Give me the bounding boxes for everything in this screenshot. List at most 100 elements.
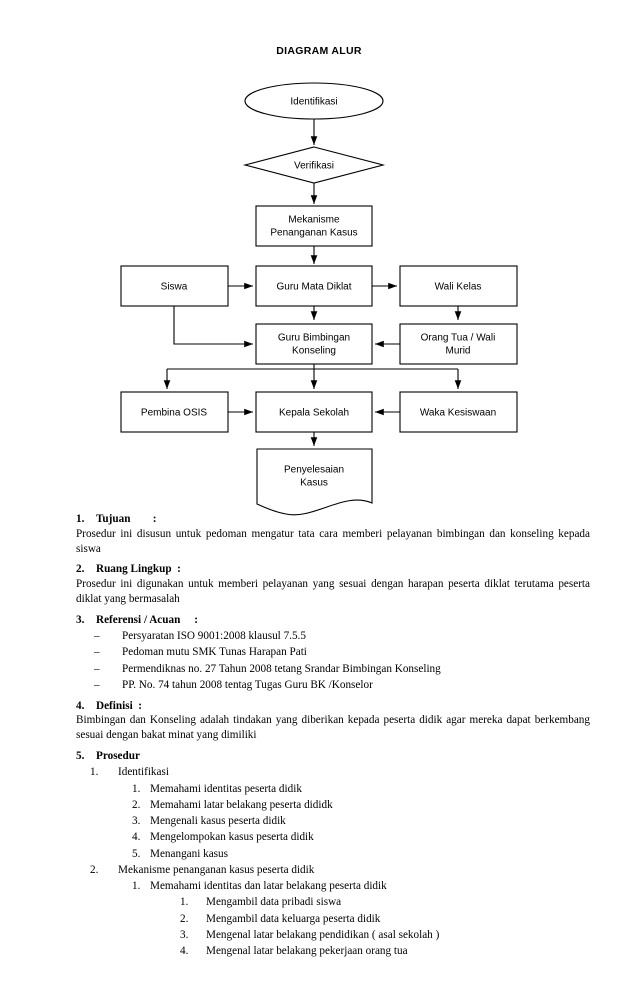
section-tujuan-number: 1. (76, 513, 85, 525)
section-ruang-lingkup-heading: Ruang Lingkup : (96, 563, 181, 576)
node-wali-kelas[interactable]: Wali Kelas (399, 265, 518, 307)
node-siswa[interactable]: Siswa (120, 265, 229, 307)
list-item-text: Mengenali kasus peserta didik (150, 815, 286, 828)
list-item: 5. Menangani kasus (132, 847, 590, 862)
node-pembina-osis-label: Pembina OSIS (141, 408, 207, 419)
section-ruang-lingkup-number: 2. (76, 563, 85, 576)
prosedur-subsublist: 1. Mengambil data pribadi siswa 2. Mengamb… (150, 895, 590, 959)
node-waka-kesiswaan-label: Waka Kesiswaan (420, 408, 496, 419)
section-tujuan-heading: Tujuan : (96, 513, 157, 525)
list-item-text: Memahami latar belakang peserta dididk (150, 798, 333, 811)
list-item-text: Mengelompokan kasus peserta didik (150, 831, 314, 844)
list-item-text: Pedoman mutu SMK Tunas Harapan Pati (122, 646, 307, 659)
dash-bullet-icon: – (94, 646, 100, 659)
list-item: – Pedoman mutu SMK Tunas Harapan Pati (94, 645, 590, 660)
list-item-text: Menangani kasus (150, 847, 228, 860)
section-definisi-heading: Definisi : (96, 699, 142, 712)
list-marker: 3. (132, 815, 141, 828)
list-item: 4. Mengelompokan kasus peserta didik (132, 830, 590, 845)
list-item-text: Memahami identitas dan latar belakang pe… (150, 880, 387, 893)
list-marker: 1. (132, 782, 141, 795)
node-mekanisme-label-line2: Penanganan Kasus (270, 228, 357, 239)
section-referensi: 3. Referensi / Acuan : – Persyaratan ISO … (0, 613, 638, 693)
section-definisi-body: Bimbingan dan Konseling adalah tindakan … (76, 714, 590, 742)
node-penyelesaian-kasus[interactable]: Penyelesaian Kasus (256, 448, 373, 516)
section-ruang-lingkup-body: Prosedur ini digunakan untuk memberi pel… (76, 578, 590, 605)
page-title: DIAGRAM ALUR (276, 45, 362, 57)
node-mekanisme-label-line1: Mekanisme (288, 215, 340, 226)
section-ruang-lingkup: 2. Ruang Lingkup : Prosedur ini digunaka… (0, 562, 638, 606)
list-item-text: PP. No. 74 tahun 2008 tentag Tugas Guru … (122, 678, 373, 691)
list-item-text: Mekanisme penanganan kasus peserta didik (118, 863, 315, 876)
list-item: 3. Mengenal latar belakang pendidikan ( a… (180, 928, 590, 943)
node-pembina-osis[interactable]: Pembina OSIS (120, 391, 229, 433)
list-item-text: Mengenal latar belakang pekerjaan orang … (206, 945, 408, 958)
prosedur-sublist: 1. Memahami identitas peserta didik 2. Mem… (118, 782, 590, 862)
list-marker: 3. (180, 929, 189, 942)
node-verifikasi-label: Verifikasi (294, 161, 334, 172)
node-guru-bimbingan-label-line2: Konseling (292, 346, 336, 357)
list-item: 1. Memahami identitas dan latar belakang… (132, 879, 590, 959)
list-item-text: Mengenal latar belakang pendidikan ( asa… (206, 929, 440, 942)
list-marker: 5. (132, 847, 141, 860)
list-item-text: Mengambil data keluarga peserta didik (206, 912, 381, 925)
list-item: – Persyaratan ISO 9001:2008 klausul 7.5.5 (94, 629, 590, 644)
flowchart-canvas: Identifikasi Verifikasi Mekanisme Penang… (120, 82, 518, 516)
node-guru-mata-diklat-label: Guru Mata Diklat (276, 282, 351, 293)
list-marker: 1. (180, 896, 189, 909)
section-prosedur: 5. Prosedur 1. Identifikasi 1. Memahami i… (0, 749, 638, 959)
flow-connectors (163, 119, 462, 446)
list-item: 2. Memahami latar belakang peserta dididk (132, 798, 590, 813)
list-marker: 4. (180, 945, 189, 958)
node-mekanisme-penanganan-kasus[interactable]: Mekanisme Penanganan Kasus (255, 205, 373, 247)
section-tujuan: 1. Tujuan : Prosedur ini disusun untuk p… (0, 512, 638, 556)
list-item-text: Identifikasi (118, 766, 169, 779)
section-prosedur-number: 5. (76, 749, 85, 762)
referensi-list: – Persyaratan ISO 9001:2008 klausul 7.5.5… (76, 629, 590, 693)
prosedur-list: 1. Identifikasi 1. Memahami identitas pes… (76, 765, 590, 959)
list-item-text: Mengambil data pribadi siswa (206, 896, 342, 909)
list-marker: 4. (132, 831, 141, 844)
node-kepala-sekolah-label: Kepala Sekolah (279, 408, 349, 419)
node-identifikasi[interactable]: Identifikasi (244, 82, 384, 120)
node-penyelesaian-label-line1: Penyelesaian (284, 465, 344, 476)
section-prosedur-heading: Prosedur (96, 749, 140, 762)
dash-bullet-icon: – (94, 678, 100, 691)
list-marker: 2. (180, 912, 189, 925)
node-guru-mata-diklat[interactable]: Guru Mata Diklat (255, 265, 373, 307)
section-tujuan-body: Prosedur ini disusun untuk pedoman menga… (76, 527, 590, 555)
node-verifikasi[interactable]: Verifikasi (242, 146, 386, 184)
list-item: 2. Mekanisme penanganan kasus peserta di… (90, 863, 590, 959)
list-item: 3. Mengenali kasus peserta didik (132, 814, 590, 829)
list-item: – Permendiknas no. 27 Tahun 2008 tetang S… (94, 662, 590, 677)
prosedur-sublist: 1. Memahami identitas dan latar belakang… (118, 879, 590, 959)
document-body: 1. Tujuan : Prosedur ini disusun untuk p… (0, 512, 638, 965)
dash-bullet-icon: – (94, 629, 100, 642)
list-marker: 1. (90, 766, 99, 779)
node-orang-tua-wali-murid[interactable]: Orang Tua / Wali Murid (399, 323, 518, 365)
section-definisi: 4. Definisi : Bimbingan dan Konseling ad… (0, 699, 638, 743)
node-wali-kelas-label: Wali Kelas (435, 282, 482, 293)
list-item: 2. Mengambil data keluarga peserta didik (180, 912, 590, 927)
section-referensi-number: 3. (76, 613, 85, 626)
list-item-text: Memahami identitas peserta didik (150, 782, 302, 795)
node-siswa-label: Siswa (161, 282, 188, 293)
list-marker: 2. (132, 798, 141, 811)
list-item: 4. Mengenal latar belakang pekerjaan oran… (180, 944, 590, 959)
section-definisi-number: 4. (76, 699, 85, 712)
list-item: – PP. No. 74 tahun 2008 tentag Tugas Guru… (94, 678, 590, 693)
node-waka-kesiswaan[interactable]: Waka Kesiswaan (399, 391, 518, 433)
list-marker: 1. (132, 880, 141, 893)
dash-bullet-icon: – (94, 662, 100, 675)
node-kepala-sekolah[interactable]: Kepala Sekolah (255, 391, 373, 433)
node-guru-bimbingan-label-line1: Guru Bimbingan (278, 333, 350, 344)
list-item-text: Permendiknas no. 27 Tahun 2008 tetang Sr… (122, 662, 441, 675)
section-referensi-heading: Referensi / Acuan : (96, 613, 199, 626)
list-item: 1. Identifikasi 1. Memahami identitas pes… (90, 765, 590, 861)
node-guru-bimbingan-konseling[interactable]: Guru Bimbingan Konseling (255, 323, 373, 365)
list-item-text: Persyaratan ISO 9001:2008 klausul 7.5.5 (122, 629, 306, 642)
node-identifikasi-label: Identifikasi (290, 97, 337, 108)
node-orang-tua-label-line1: Orang Tua / Wali (421, 333, 496, 344)
list-marker: 2. (90, 863, 99, 876)
node-orang-tua-label-line2: Murid (445, 346, 470, 357)
